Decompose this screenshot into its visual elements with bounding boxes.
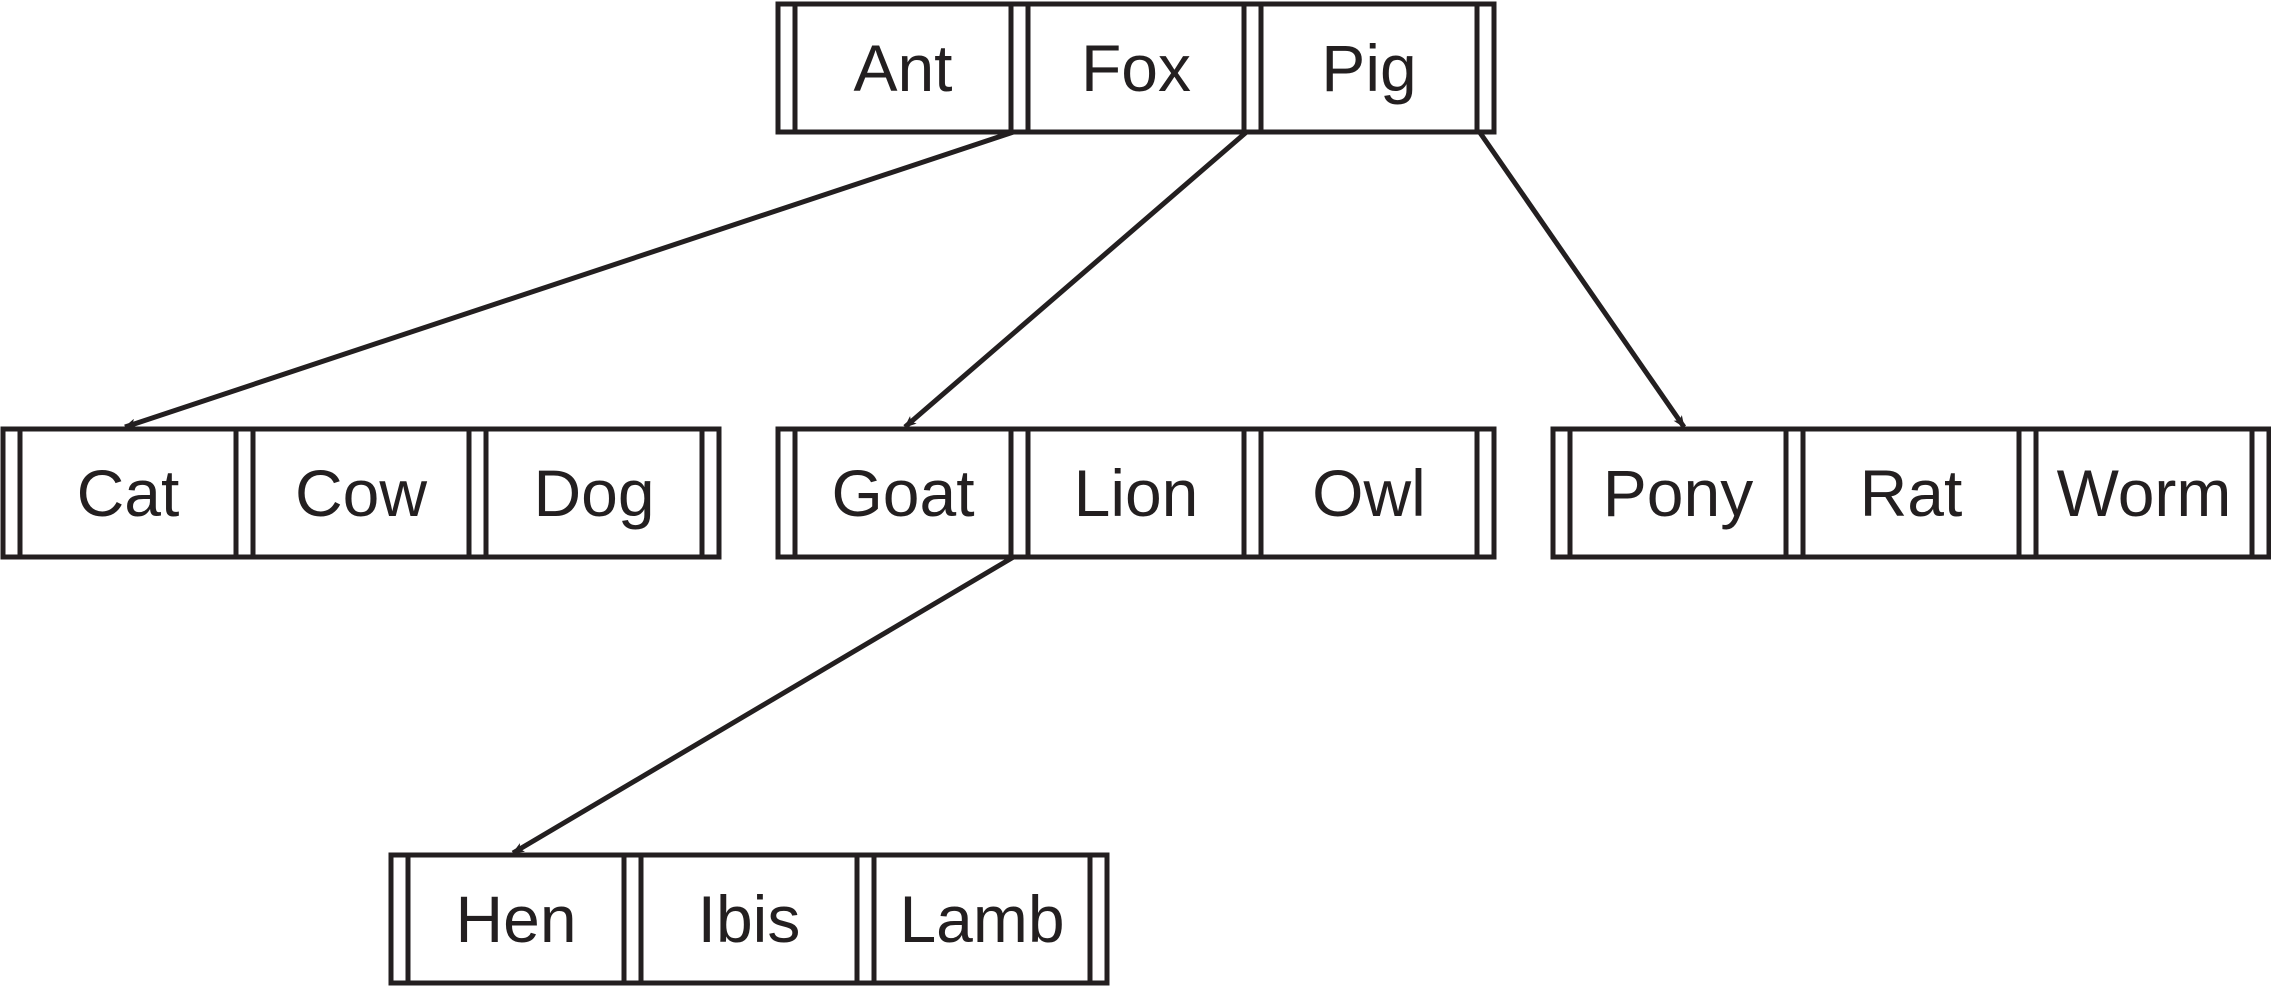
node-child1: Cat Cow Dog xyxy=(0,426,722,560)
node-key-pig: Pig xyxy=(1321,31,1416,105)
node-key-cat: Cat xyxy=(77,456,180,530)
node-key-worm: Worm xyxy=(2057,456,2232,530)
node-child2: Goat Lion Owl xyxy=(775,426,1497,560)
node-child3: Pony Rat Worm xyxy=(1550,426,2271,560)
node-key-owl: Owl xyxy=(1312,456,1426,530)
edge-root-to-child3 xyxy=(1477,130,1687,429)
node-key-lion: Lion xyxy=(1074,456,1199,530)
node-key-cow: Cow xyxy=(295,456,427,530)
edge-child2-to-grandchild xyxy=(511,554,1015,856)
node-key-rat: Rat xyxy=(1860,456,1963,530)
node-key-hen: Hen xyxy=(455,882,576,956)
edges-layer xyxy=(124,129,1687,856)
edge-root-to-child1 xyxy=(124,129,1015,430)
node-key-goat: Goat xyxy=(831,456,974,530)
node-key-lamb: Lamb xyxy=(899,882,1064,956)
node-key-ant: Ant xyxy=(853,31,952,105)
node-root: Ant Fox Pig xyxy=(775,1,1497,135)
node-grandchild: Hen Ibis Lamb xyxy=(388,852,1110,986)
node-key-ibis: Ibis xyxy=(698,882,801,956)
node-key-pony: Pony xyxy=(1603,456,1753,530)
edge-root-to-child2 xyxy=(903,130,1249,429)
node-key-dog: Dog xyxy=(533,456,654,530)
node-key-fox: Fox xyxy=(1081,31,1191,105)
